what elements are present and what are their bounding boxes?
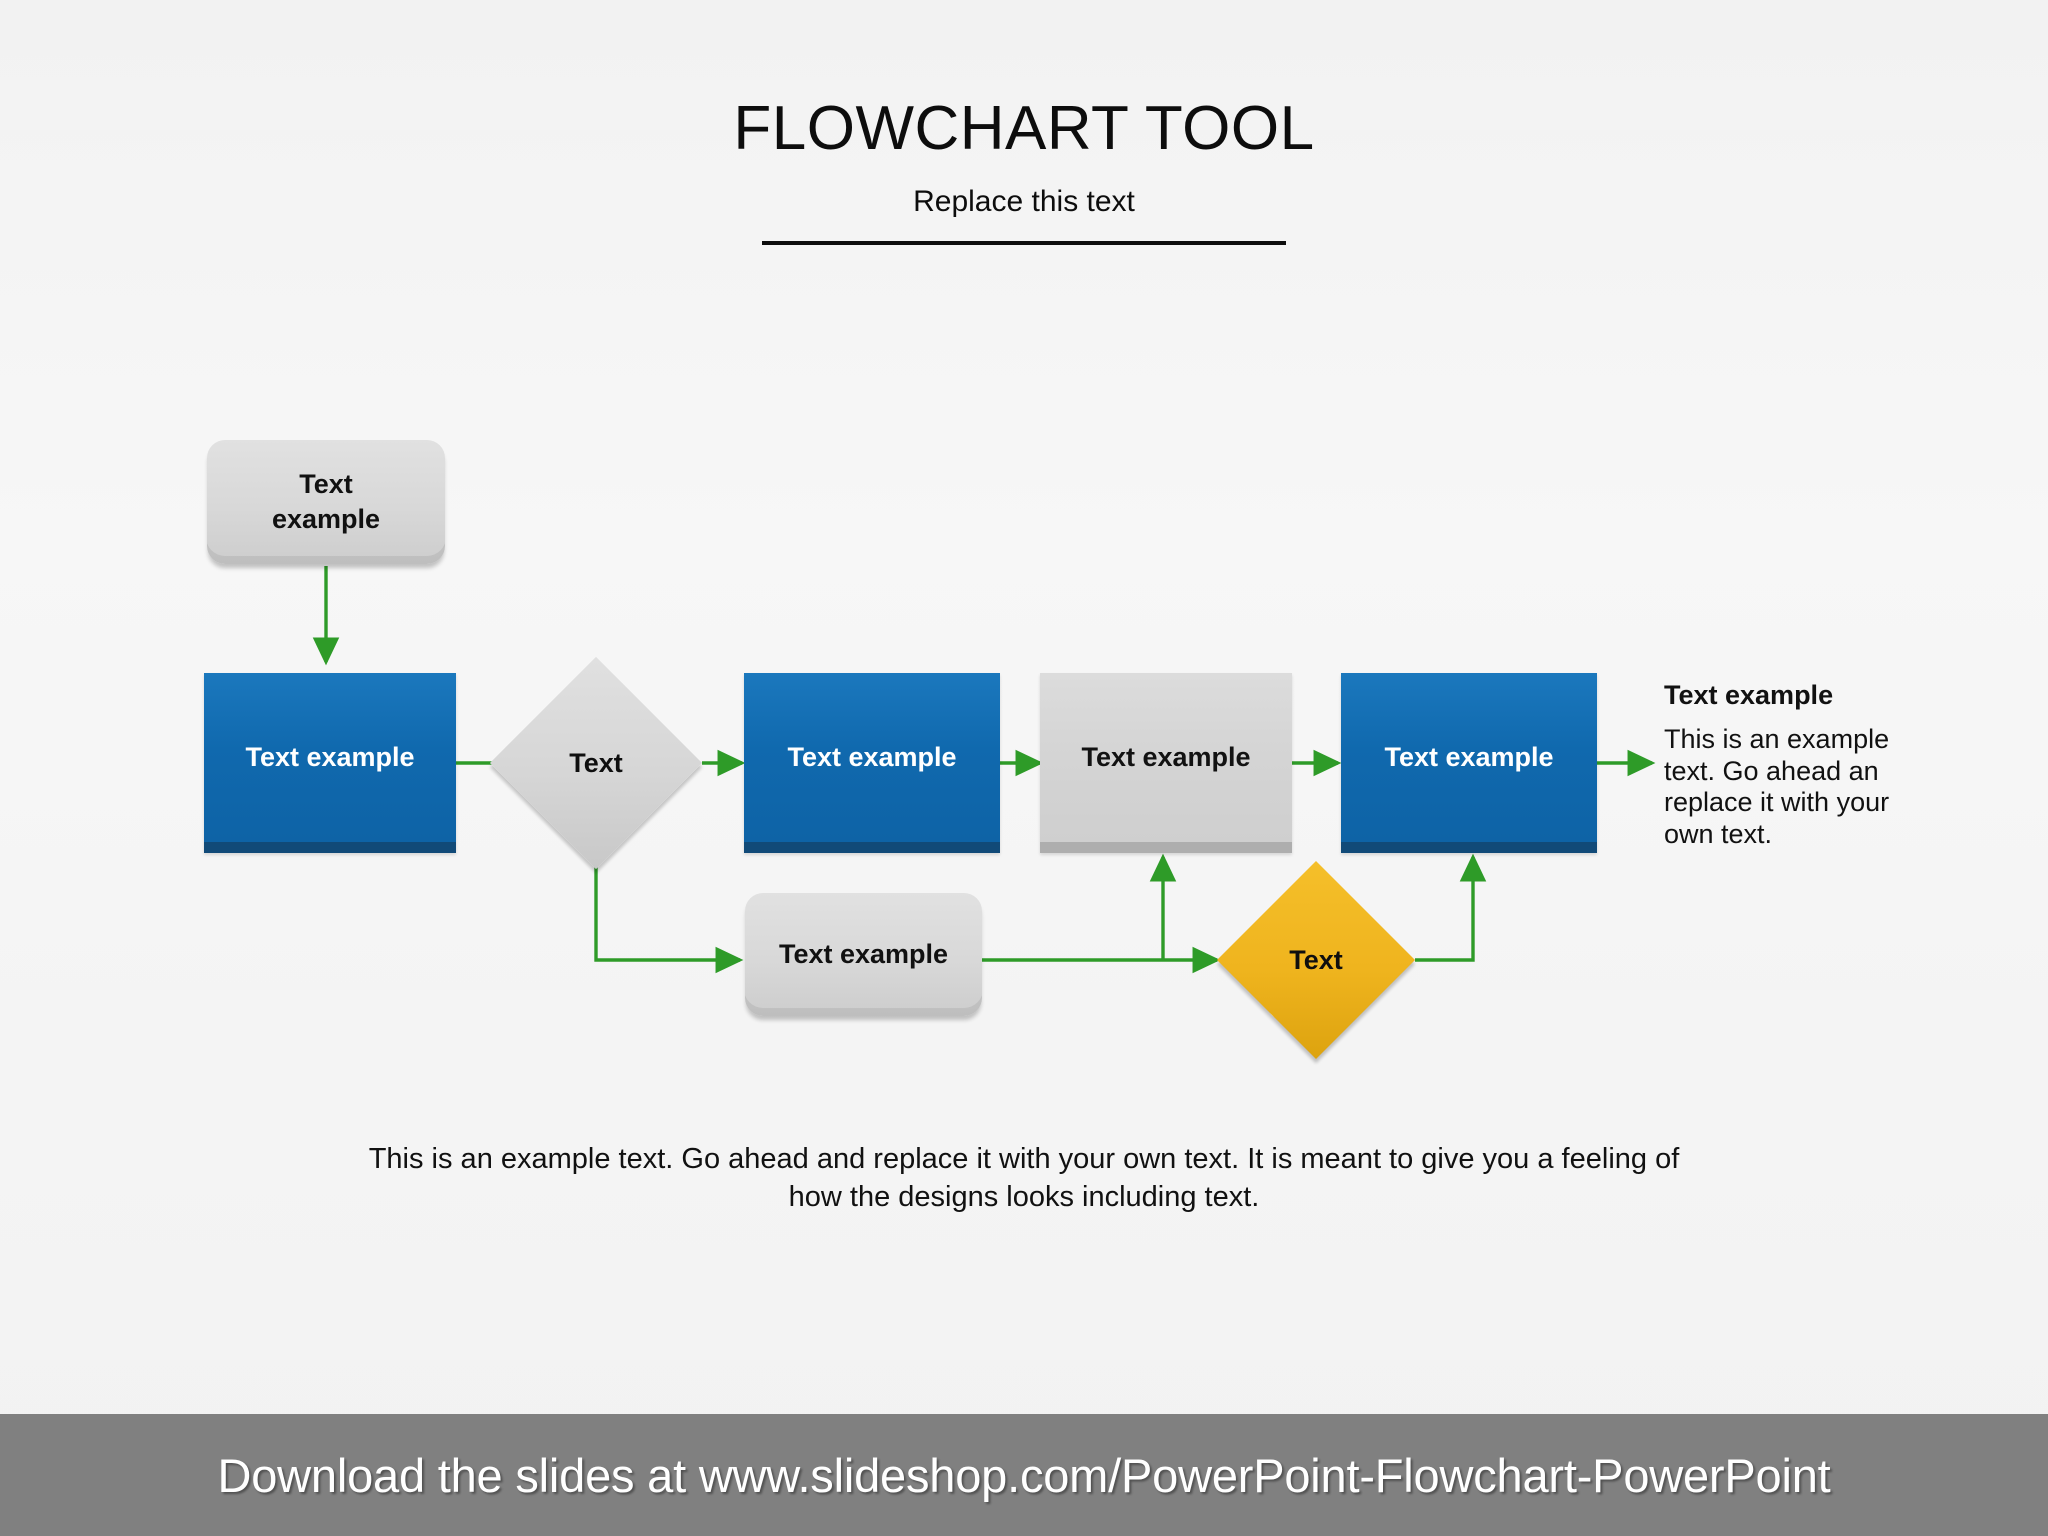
node-decision-1[interactable]: Text [489,656,703,870]
node-process-5-label: Text example [778,939,949,970]
node-process-2-label: Text example [787,742,957,772]
download-banner-text: Download the slides at www.slideshop.com… [217,1448,1831,1502]
node-decision-2[interactable]: Text [1217,861,1415,1059]
node-process-5[interactable]: Text example [745,893,982,1016]
node-start-label-line1: Text [299,469,353,500]
side-annotation-title: Text example [1664,680,1834,710]
side-annotation-body: This is an example text. Go ahead an rep… [1664,724,1890,849]
connector-decision1-to-process5 [594,830,744,974]
node-start[interactable]: Text example [207,440,445,564]
download-banner[interactable]: Download the slides at www.slideshop.com… [0,1414,2048,1536]
page-title: FLOWCHART TOOL [733,94,1315,163]
node-decision-2-label: Text [1289,944,1343,975]
node-process-3[interactable]: Text example [1040,673,1292,853]
node-start-label-line2: example [271,504,381,534]
node-process-4-label: Text example [1384,742,1554,772]
slide-caption: This is an example text. Go ahead and re… [368,1143,1680,1214]
title-divider [762,241,1286,246]
node-process-3-label: Text example [1081,742,1251,772]
node-process-4[interactable]: Text example [1341,673,1597,853]
node-decision-1-label: Text [569,747,623,778]
node-process-1-label: Text example [245,742,415,772]
node-process-2[interactable]: Text example [744,673,1000,853]
node-process-1[interactable]: Text example [204,673,456,853]
side-annotation: Text example This is an example text. Go… [1664,680,1934,850]
page-subtitle: Replace this text [913,185,1135,219]
slide-header: FLOWCHART TOOL Replace this text [0,94,2048,246]
connector-decision2-to-process4 [1415,853,1487,962]
